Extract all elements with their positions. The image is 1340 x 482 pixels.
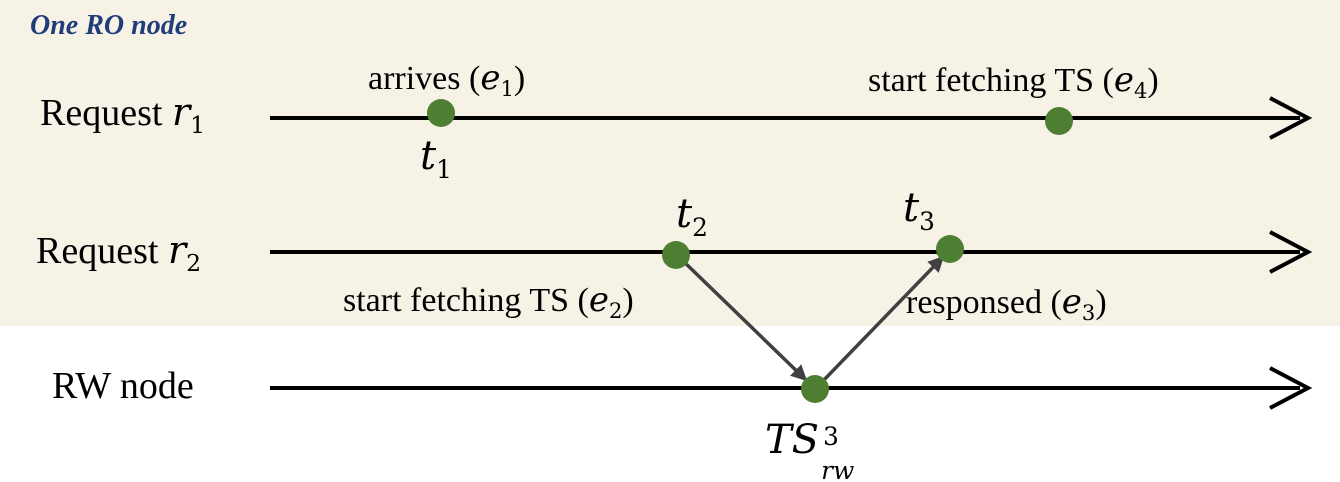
event-label-e1: arrives (e1) bbox=[368, 58, 526, 102]
fetch-ts-response-arrow bbox=[820, 255, 945, 384]
event-e2-dot bbox=[662, 241, 690, 269]
row-label-rw-node: RW node bbox=[52, 365, 194, 407]
row-label-request-r2: Request r2 bbox=[36, 228, 202, 278]
event-label-e3: responsed (e3) bbox=[906, 282, 1107, 326]
time-label-t1: t1 bbox=[420, 133, 452, 184]
timeline-r1-arrowhead bbox=[1269, 96, 1313, 140]
event-e3-dot bbox=[936, 235, 964, 263]
ts-subscript: rw bbox=[821, 456, 855, 482]
time-label-t2: t2 bbox=[676, 191, 708, 242]
event-label-e2: start fetching TS (e2) bbox=[343, 280, 634, 324]
rw-ts-dot bbox=[801, 375, 829, 403]
row-label-request-r1: Request r1 bbox=[40, 90, 206, 140]
event-e4-dot bbox=[1045, 107, 1073, 135]
ro-node-region bbox=[0, 0, 1340, 326]
fetch-ts-request-arrow bbox=[678, 256, 808, 382]
ts-superscript: 3 bbox=[823, 422, 839, 451]
event-e1-dot bbox=[427, 99, 455, 127]
time-label-t3: t3 bbox=[903, 185, 935, 236]
ro-node-title: One RO node bbox=[30, 10, 188, 41]
timeline-r2-arrowhead bbox=[1269, 230, 1313, 274]
timeline-rw-arrowhead bbox=[1269, 366, 1313, 410]
event-label-e4: start fetching TS (e4) bbox=[868, 60, 1159, 104]
